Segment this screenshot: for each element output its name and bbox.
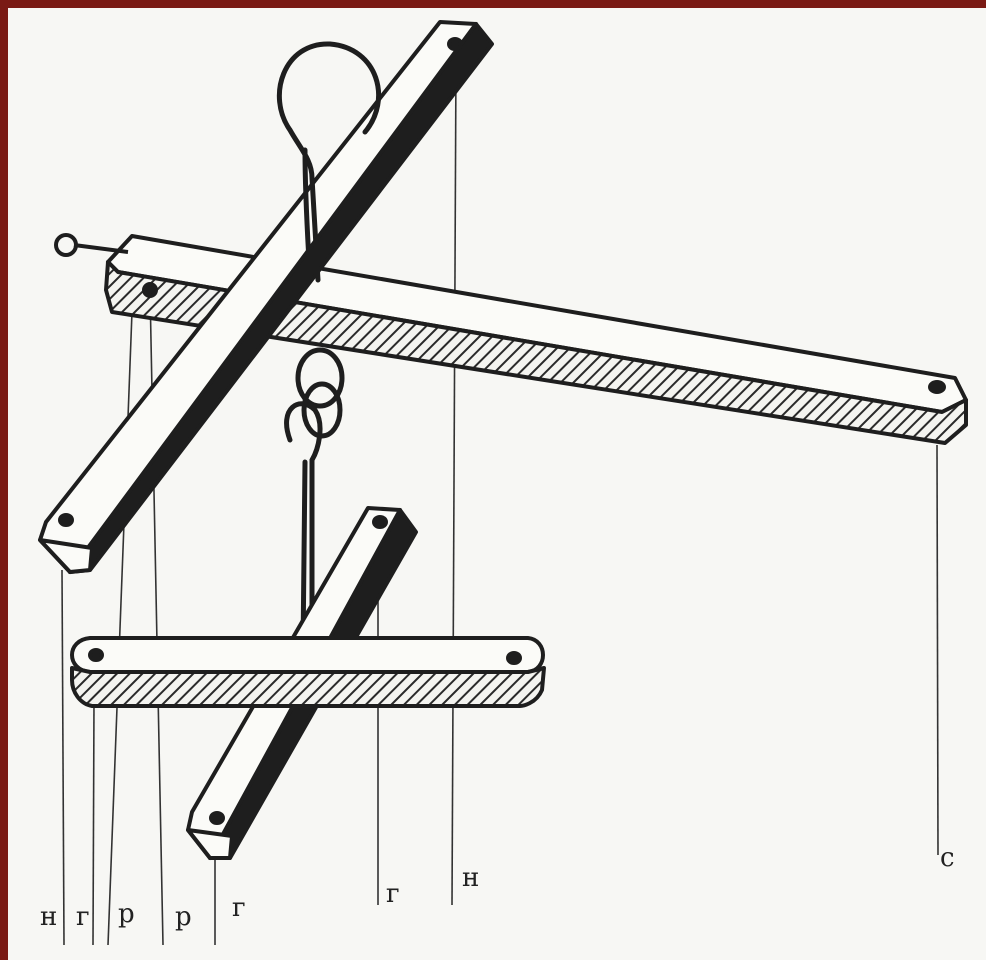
diagonal-bar-top bbox=[38, 20, 494, 574]
long-horizontal-bar bbox=[104, 234, 968, 445]
label-c: с bbox=[940, 843, 955, 873]
string-n-left bbox=[61, 569, 65, 946]
string-p-left bbox=[107, 311, 133, 946]
short-horizontal-bar bbox=[70, 636, 546, 708]
string-labels: н г р р г г н с bbox=[40, 843, 955, 932]
label-n-right: н bbox=[462, 863, 479, 893]
label-g-mid: г bbox=[232, 893, 246, 923]
label-p-right: р bbox=[175, 902, 192, 932]
label-n-left: н bbox=[40, 902, 57, 932]
string-g-left bbox=[92, 699, 95, 946]
left-screw-ring bbox=[54, 233, 158, 298]
top-hook bbox=[276, 41, 382, 283]
string-n-right bbox=[451, 59, 457, 906]
label-g-right: г bbox=[386, 879, 400, 909]
label-p-left: р bbox=[118, 899, 135, 929]
paper-background bbox=[8, 8, 986, 960]
label-g-left: г bbox=[76, 902, 90, 932]
string-c bbox=[936, 444, 939, 856]
